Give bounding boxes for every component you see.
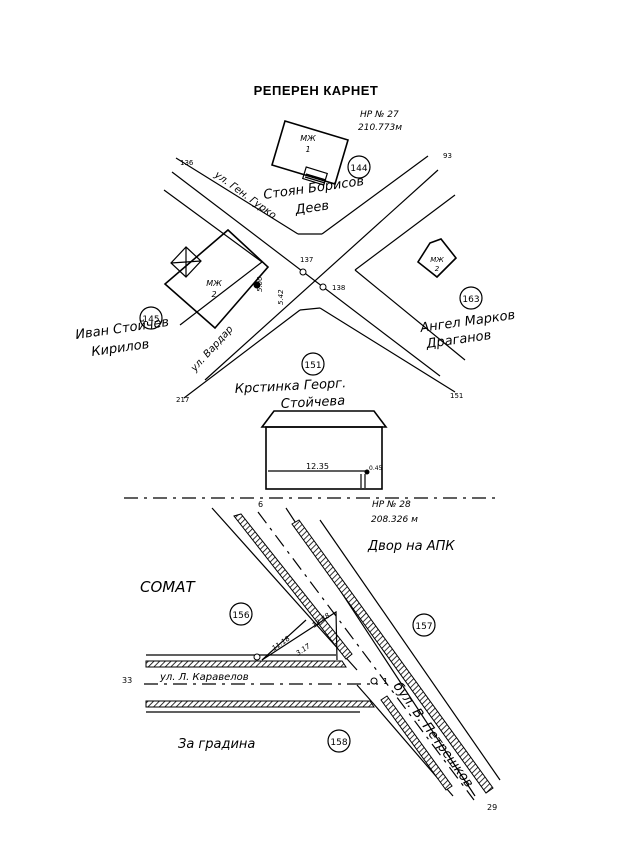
benchmark-28-label: НР № 28 [372, 500, 411, 510]
point-136: 136 [180, 159, 194, 167]
measure-5-42: 5.42 [277, 289, 285, 305]
point-93: 93 [443, 152, 452, 160]
street-petreshkov: бул. В. Петрешков [390, 680, 476, 791]
owner-left-line2: Кирилов [90, 337, 150, 360]
point-fixed [253, 281, 261, 289]
point-138 [319, 283, 327, 291]
lot-163: 163 [462, 295, 479, 305]
benchmark-27-elevation: 210.773м [358, 123, 402, 133]
point-1: 1 [383, 677, 388, 686]
point-137-label: 137 [300, 256, 313, 264]
building-width-measure: 12.35 [306, 462, 329, 471]
lot-157: 157 [415, 622, 432, 632]
area-garden: За градина [178, 737, 255, 752]
owner-bottom-line1: Крстинка Георг. [234, 376, 346, 397]
building-mzh-2-right: МЖ 2 [416, 238, 458, 279]
point-151: 151 [450, 392, 463, 400]
point-6: 6 [258, 500, 263, 509]
point-138-label: 138 [332, 284, 345, 292]
lot-145: 145 [142, 315, 159, 325]
owner-top-line2: Деев [293, 198, 330, 218]
building-1-number: 1 [305, 145, 310, 154]
area-apk-yard: Двор на АПК [367, 539, 455, 554]
benchmark-27-label: НР № 27 [360, 110, 399, 120]
upper-intersection: МЖ 1 МЖ 2 МЖ 2 НР № 27 210.773м 144 145 … [74, 110, 516, 412]
building-3-label: МЖ [430, 256, 444, 264]
middle-building: 12.35 0.45 [260, 410, 388, 490]
building-2-number: 2 [211, 290, 216, 299]
lot-156: 156 [232, 611, 249, 621]
benchmark-28-elevation: 208.326 м [371, 515, 418, 525]
owner-bottom-line2: Стойчева [280, 394, 345, 412]
street-vardar: ул. Вардар [188, 324, 235, 375]
point-33: 33 [122, 676, 132, 685]
street-karavelov: ул. Л. Каравелов [159, 672, 249, 683]
point-217: 217 [176, 396, 189, 404]
page-title: РЕПЕРЕН КАРНЕТ [254, 83, 379, 98]
measure-11-18: 11.18 [271, 634, 292, 652]
building-mzh-1: МЖ 1 [271, 120, 349, 186]
building-3-number: 2 [435, 265, 440, 273]
area-somat: СОМАТ [140, 578, 196, 596]
owner-left-line1: Иван Стойчев [74, 315, 170, 343]
point-137 [299, 268, 307, 276]
lower-intersection: НР № 28 208.326 м 12.48 11.18 3.17 6 33 … [122, 500, 501, 812]
building-mzh-2-left: МЖ 2 [163, 228, 270, 330]
lot-158: 158 [330, 738, 347, 748]
measure-5-00: 5.00 [256, 276, 264, 292]
building-1-label: МЖ [300, 134, 316, 143]
building-2-label: МЖ [206, 279, 222, 288]
point-29: 29 [487, 803, 497, 812]
offset-measure: 0.45 [369, 465, 383, 472]
lot-144: 144 [350, 164, 367, 174]
lot-151: 151 [304, 361, 321, 371]
